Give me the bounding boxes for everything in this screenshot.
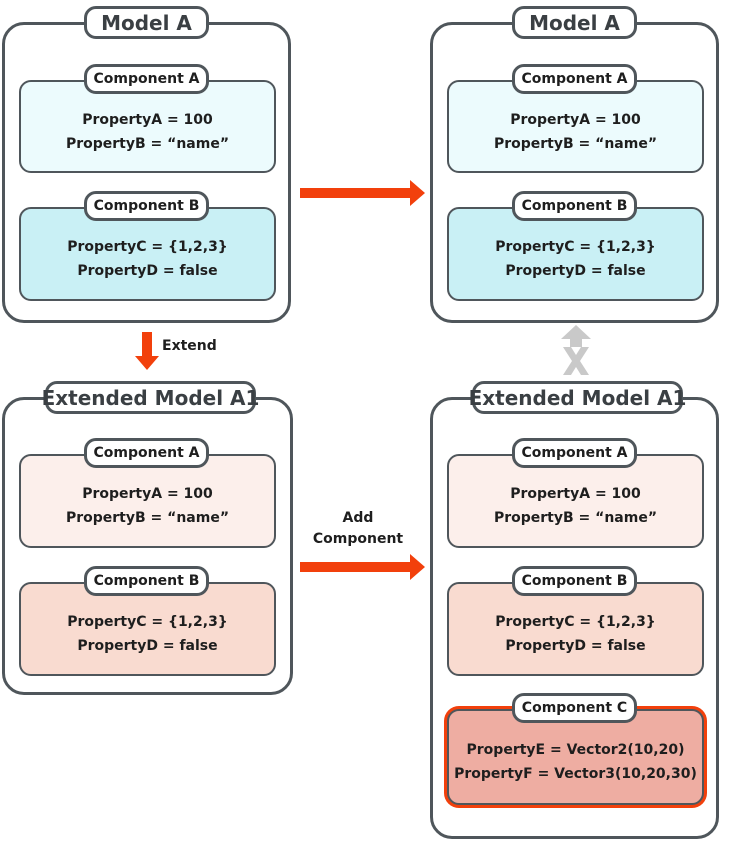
extend-label: Extend — [162, 338, 217, 354]
component-b-title: Component B — [84, 191, 209, 221]
property-line: PropertyA = 100 — [82, 111, 213, 128]
extended-right-component-c: PropertyE = Vector2(10,20) PropertyF = V… — [447, 709, 704, 805]
extend-arrow-icon — [135, 332, 159, 370]
model-a-left-component-a: PropertyA = 100 PropertyB = “name” — [19, 80, 276, 173]
property-line: PropertyB = “name” — [65, 510, 230, 526]
property-line: PropertyD = false — [505, 263, 646, 279]
model-a-right-title: Model A — [512, 6, 637, 39]
property-line: PropertyB = “name” — [65, 135, 230, 152]
copy-arrow-icon — [300, 180, 425, 206]
component-a-title: Component A — [84, 64, 209, 94]
extended-model-left-title: Extended Model A1 — [42, 381, 259, 414]
property-line: PropertyE = Vector2(10,20) — [466, 742, 685, 758]
property-line: PropertyC = {1,2,3} — [67, 614, 228, 630]
extended-left-component-a: PropertyA = 100 PropertyB = “name” — [19, 454, 276, 548]
component-b-title: Component B — [512, 191, 637, 221]
property-line: PropertyA = 100 — [510, 486, 641, 502]
property-line: PropertyD = false — [77, 263, 218, 279]
add-component-label-line1: Add — [342, 510, 374, 526]
blocked-up-arrow-icon — [561, 325, 591, 375]
extended-right-component-b: PropertyC = {1,2,3} PropertyD = false — [447, 582, 704, 676]
component-c-title: Component C — [512, 693, 637, 723]
property-line: PropertyD = false — [77, 638, 218, 654]
extended-model-right-title: Extended Model A1 — [469, 381, 686, 414]
model-a-left-title: Model A — [84, 6, 209, 39]
extended-right-component-a: PropertyA = 100 PropertyB = “name” — [447, 454, 704, 548]
component-a-title: Component A — [512, 64, 637, 94]
component-a-title: Component A — [512, 438, 637, 468]
add-component-label: Add Component — [300, 508, 416, 550]
component-a-title: Component A — [84, 438, 209, 468]
property-line: PropertyA = 100 — [510, 111, 641, 128]
component-b-title: Component B — [512, 566, 637, 596]
property-line: PropertyC = {1,2,3} — [67, 239, 228, 255]
property-line: PropertyD = false — [505, 638, 646, 654]
property-line: PropertyC = {1,2,3} — [495, 614, 656, 630]
property-line: PropertyB = “name” — [493, 135, 658, 152]
component-b-title: Component B — [84, 566, 209, 596]
property-line: PropertyF = Vector3(10,20,30) — [454, 766, 697, 782]
add-component-arrow-icon — [300, 554, 425, 580]
extended-left-component-b: PropertyC = {1,2,3} PropertyD = false — [19, 582, 276, 676]
model-a-left-component-b: PropertyC = {1,2,3} PropertyD = false — [19, 207, 276, 301]
add-component-label-line2: Component — [312, 531, 404, 547]
property-line: PropertyC = {1,2,3} — [495, 239, 656, 255]
model-a-right-component-a: PropertyA = 100 PropertyB = “name” — [447, 80, 704, 173]
property-line: PropertyB = “name” — [493, 510, 658, 526]
property-line: PropertyA = 100 — [82, 486, 213, 502]
model-a-right-component-b: PropertyC = {1,2,3} PropertyD = false — [447, 207, 704, 301]
